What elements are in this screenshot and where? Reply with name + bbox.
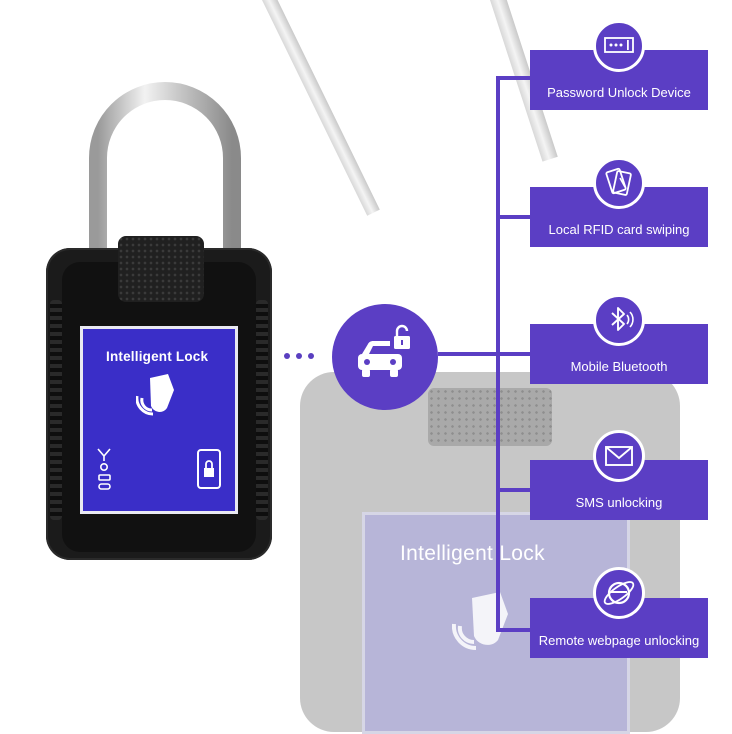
lock-shackle [89,82,241,288]
feature-card-password: Password Unlock Device [530,50,708,110]
padlock-cap [118,236,204,302]
connector-branch [496,488,532,492]
connector-dot [284,353,290,359]
padlock-screen-title: Intelligent Lock [106,349,209,364]
password-icon [593,20,645,72]
feature-label: Password Unlock Device [547,85,691,100]
rfid-card-icon [593,157,645,209]
background-probe-left [262,0,380,216]
phone-lock-icon [197,449,221,489]
envelope-icon [593,430,645,482]
feature-label: SMS unlocking [575,495,663,510]
background-lock-cap [428,388,552,446]
status-icons-column [97,448,111,490]
connector-dot [296,353,302,359]
rfid-hand-icon [136,374,174,416]
connector-branch [496,628,532,632]
link-icon [98,483,111,490]
connector-branch [496,215,532,219]
background-lock-title: Intelligent Lock [400,542,545,565]
globe-icon [593,567,645,619]
feature-label: Local RFID card swiping [548,222,690,237]
car-unlock-icon [358,324,410,377]
padlock-grip-right [256,300,268,520]
connector-branch [496,352,532,356]
bluetooth-icon [593,294,645,346]
battery-icon [98,474,111,481]
location-icon [100,462,109,471]
connector-dot [308,353,314,359]
padlock-grip-left [50,300,62,520]
padlock-screen [80,326,238,514]
background-rfid-hand-icon [452,592,508,650]
connector-from-badge [438,352,498,356]
antenna-icon [97,448,111,461]
feature-label: Mobile Bluetooth [570,359,668,374]
feature-label: Remote webpage unlocking [538,633,700,648]
connector-branch [496,76,532,80]
